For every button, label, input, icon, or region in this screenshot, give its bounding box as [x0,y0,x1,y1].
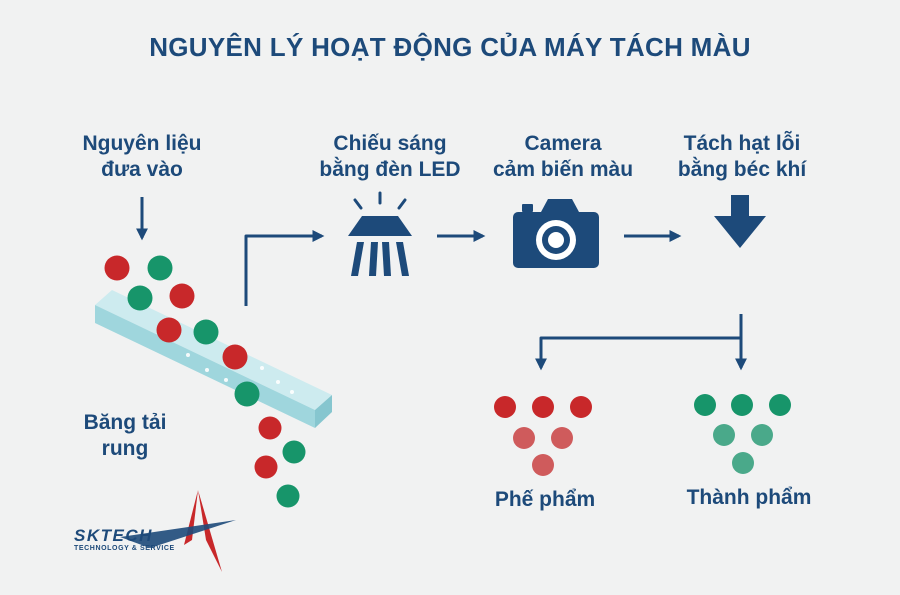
red-grain [570,396,592,418]
red-grain [156,317,182,343]
red-grain [494,396,516,418]
sktech-logo-mark [120,490,236,572]
red-grain [104,255,130,281]
reject-label: Phế phẩm [494,488,596,511]
red-grain [254,455,278,479]
green-grain [276,484,300,508]
logo-tagline: TECHNOLOGY & SERVICE [74,545,175,552]
green-grain [282,440,306,464]
camera-icon [513,199,599,268]
led-label-line1: Chiếu sáng [333,132,447,155]
down-arrow-icon [714,195,766,248]
logo-name: SKTECH [74,526,153,545]
red-grain [258,416,282,440]
green-grain [732,452,754,474]
camera-label-line2: cảm biến màu [492,158,634,181]
conveyor-label-line2: rung [101,437,149,460]
vibrating-conveyor [95,290,332,428]
green-grain [713,424,735,446]
diagram-title: NGUYÊN LÝ HOẠT ĐỘNG CỦA MÁY TÁCH MÀU [149,32,751,62]
input-label-line1: Nguyên liệu [82,132,202,155]
input-grains [104,255,306,508]
green-grain [127,285,153,311]
split-arrows [535,314,747,371]
accept-pile [694,394,791,474]
green-grain [751,424,773,446]
input-label-line2: đưa vào [101,158,183,181]
accept-label: Thành phẩm [686,486,812,509]
red-grain [551,427,573,449]
red-grain [532,454,554,476]
red-grain [222,344,248,370]
led-label: Chiếu sáng bằng đèn LED [300,131,480,183]
green-grain [694,394,716,416]
ejector-label: Tách hạt lỗi bằng béc khí [652,131,832,183]
green-grain [147,255,173,281]
red-grain [513,427,535,449]
conveyor-to-led-arrow [244,230,325,306]
green-grain [193,319,219,345]
led-lamp-icon [348,191,412,276]
conveyor-label: Băng tải rung [70,410,180,462]
green-grain [234,381,260,407]
green-grain [769,394,791,416]
ejector-label-line1: Tách hạt lỗi [683,132,801,155]
red-grain [532,396,554,418]
ejector-label-line2: bằng béc khí [677,158,807,181]
green-grain [731,394,753,416]
red-grain [169,283,195,309]
led-label-line2: bằng đèn LED [319,158,461,181]
camera-label-line1: Camera [524,132,602,155]
camera-label: Camera cảm biến màu [473,131,653,183]
input-label: Nguyên liệu đưa vào [62,131,222,183]
conveyor-label-line1: Băng tải [83,411,167,434]
reject-pile [494,396,592,476]
